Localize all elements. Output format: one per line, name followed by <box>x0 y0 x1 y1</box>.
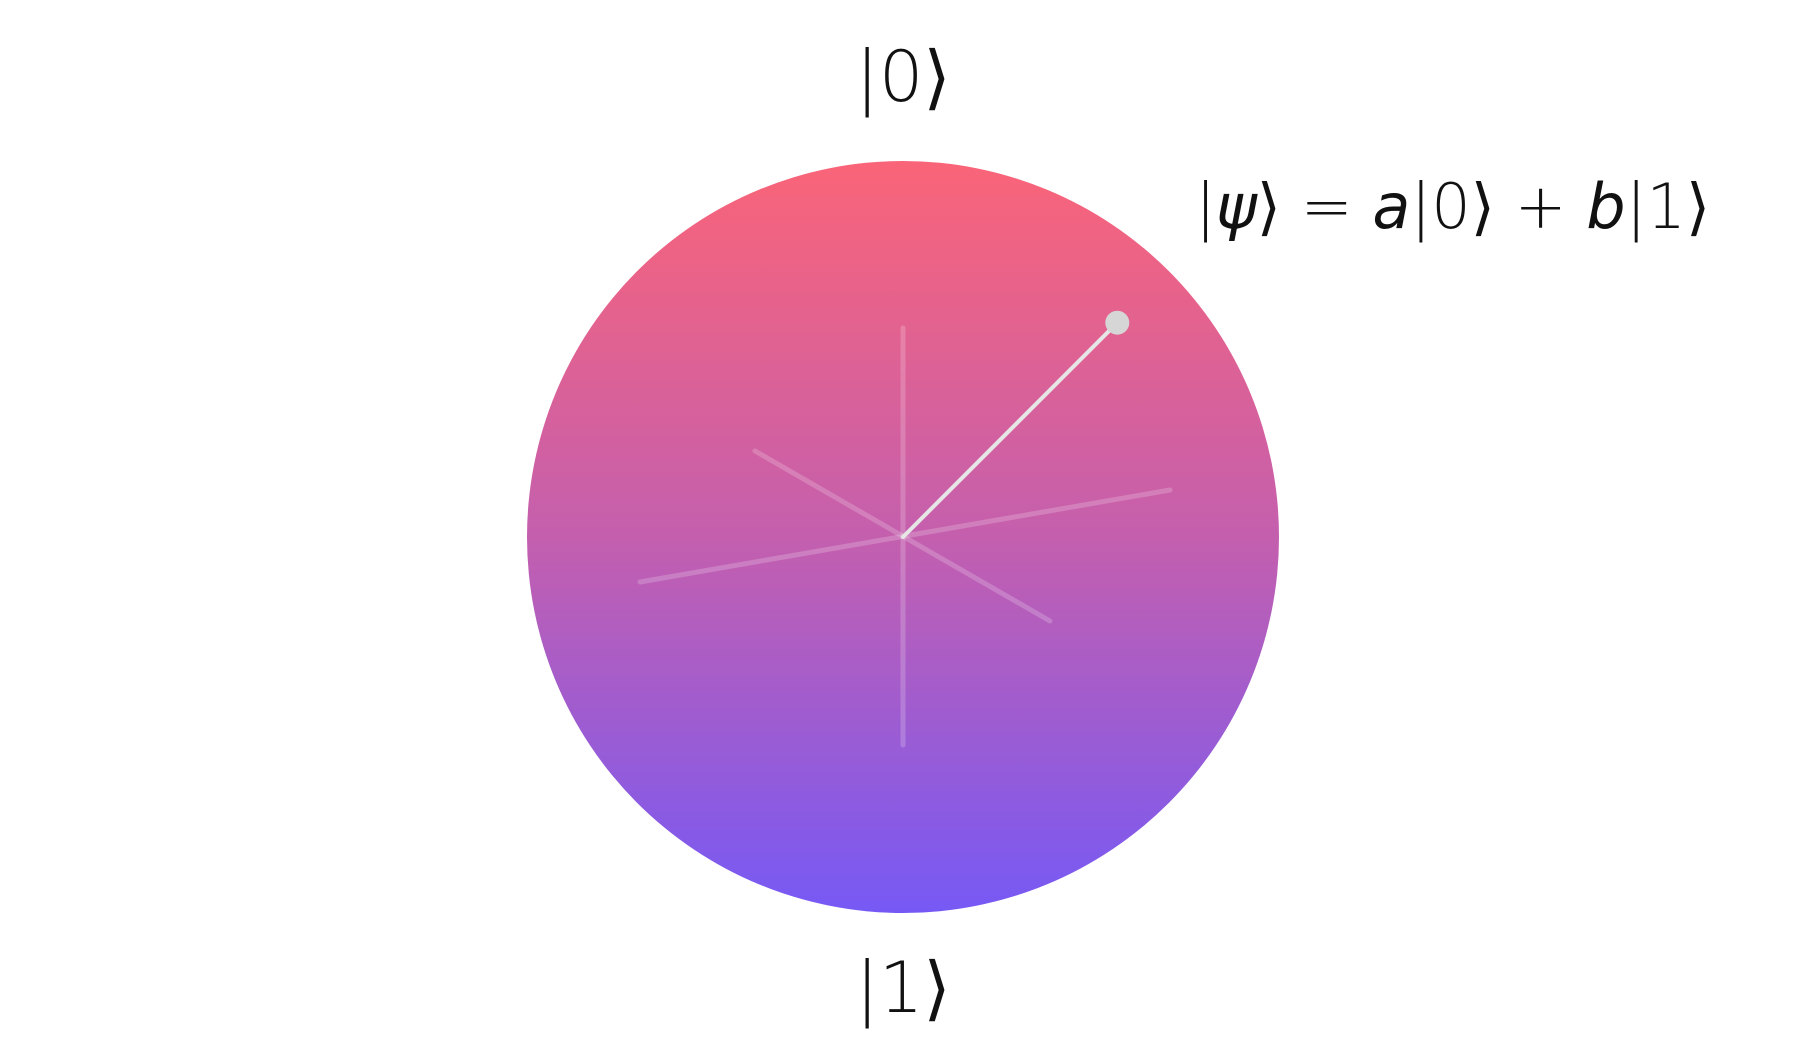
state-ket-close: ⟩ <box>1256 170 1281 243</box>
state-point <box>1105 310 1130 335</box>
state-equals: = <box>1281 170 1373 243</box>
state-coef-b: b <box>1586 170 1626 243</box>
state-ket-open: | <box>1195 170 1216 243</box>
state-ket-zero: |0⟩ <box>1410 170 1495 243</box>
state-equation: |ψ⟩ = a|0⟩ + b|1⟩ <box>1195 176 1710 238</box>
state-plus: + <box>1494 170 1587 243</box>
ket-one-label: |1⟩ <box>855 947 951 1029</box>
ket-zero-label: |0⟩ <box>855 36 951 118</box>
state-psi: ψ <box>1215 170 1257 243</box>
state-coef-a: a <box>1372 170 1411 243</box>
state-vector <box>901 320 1120 539</box>
state-ket-one: |1⟩ <box>1625 170 1711 243</box>
